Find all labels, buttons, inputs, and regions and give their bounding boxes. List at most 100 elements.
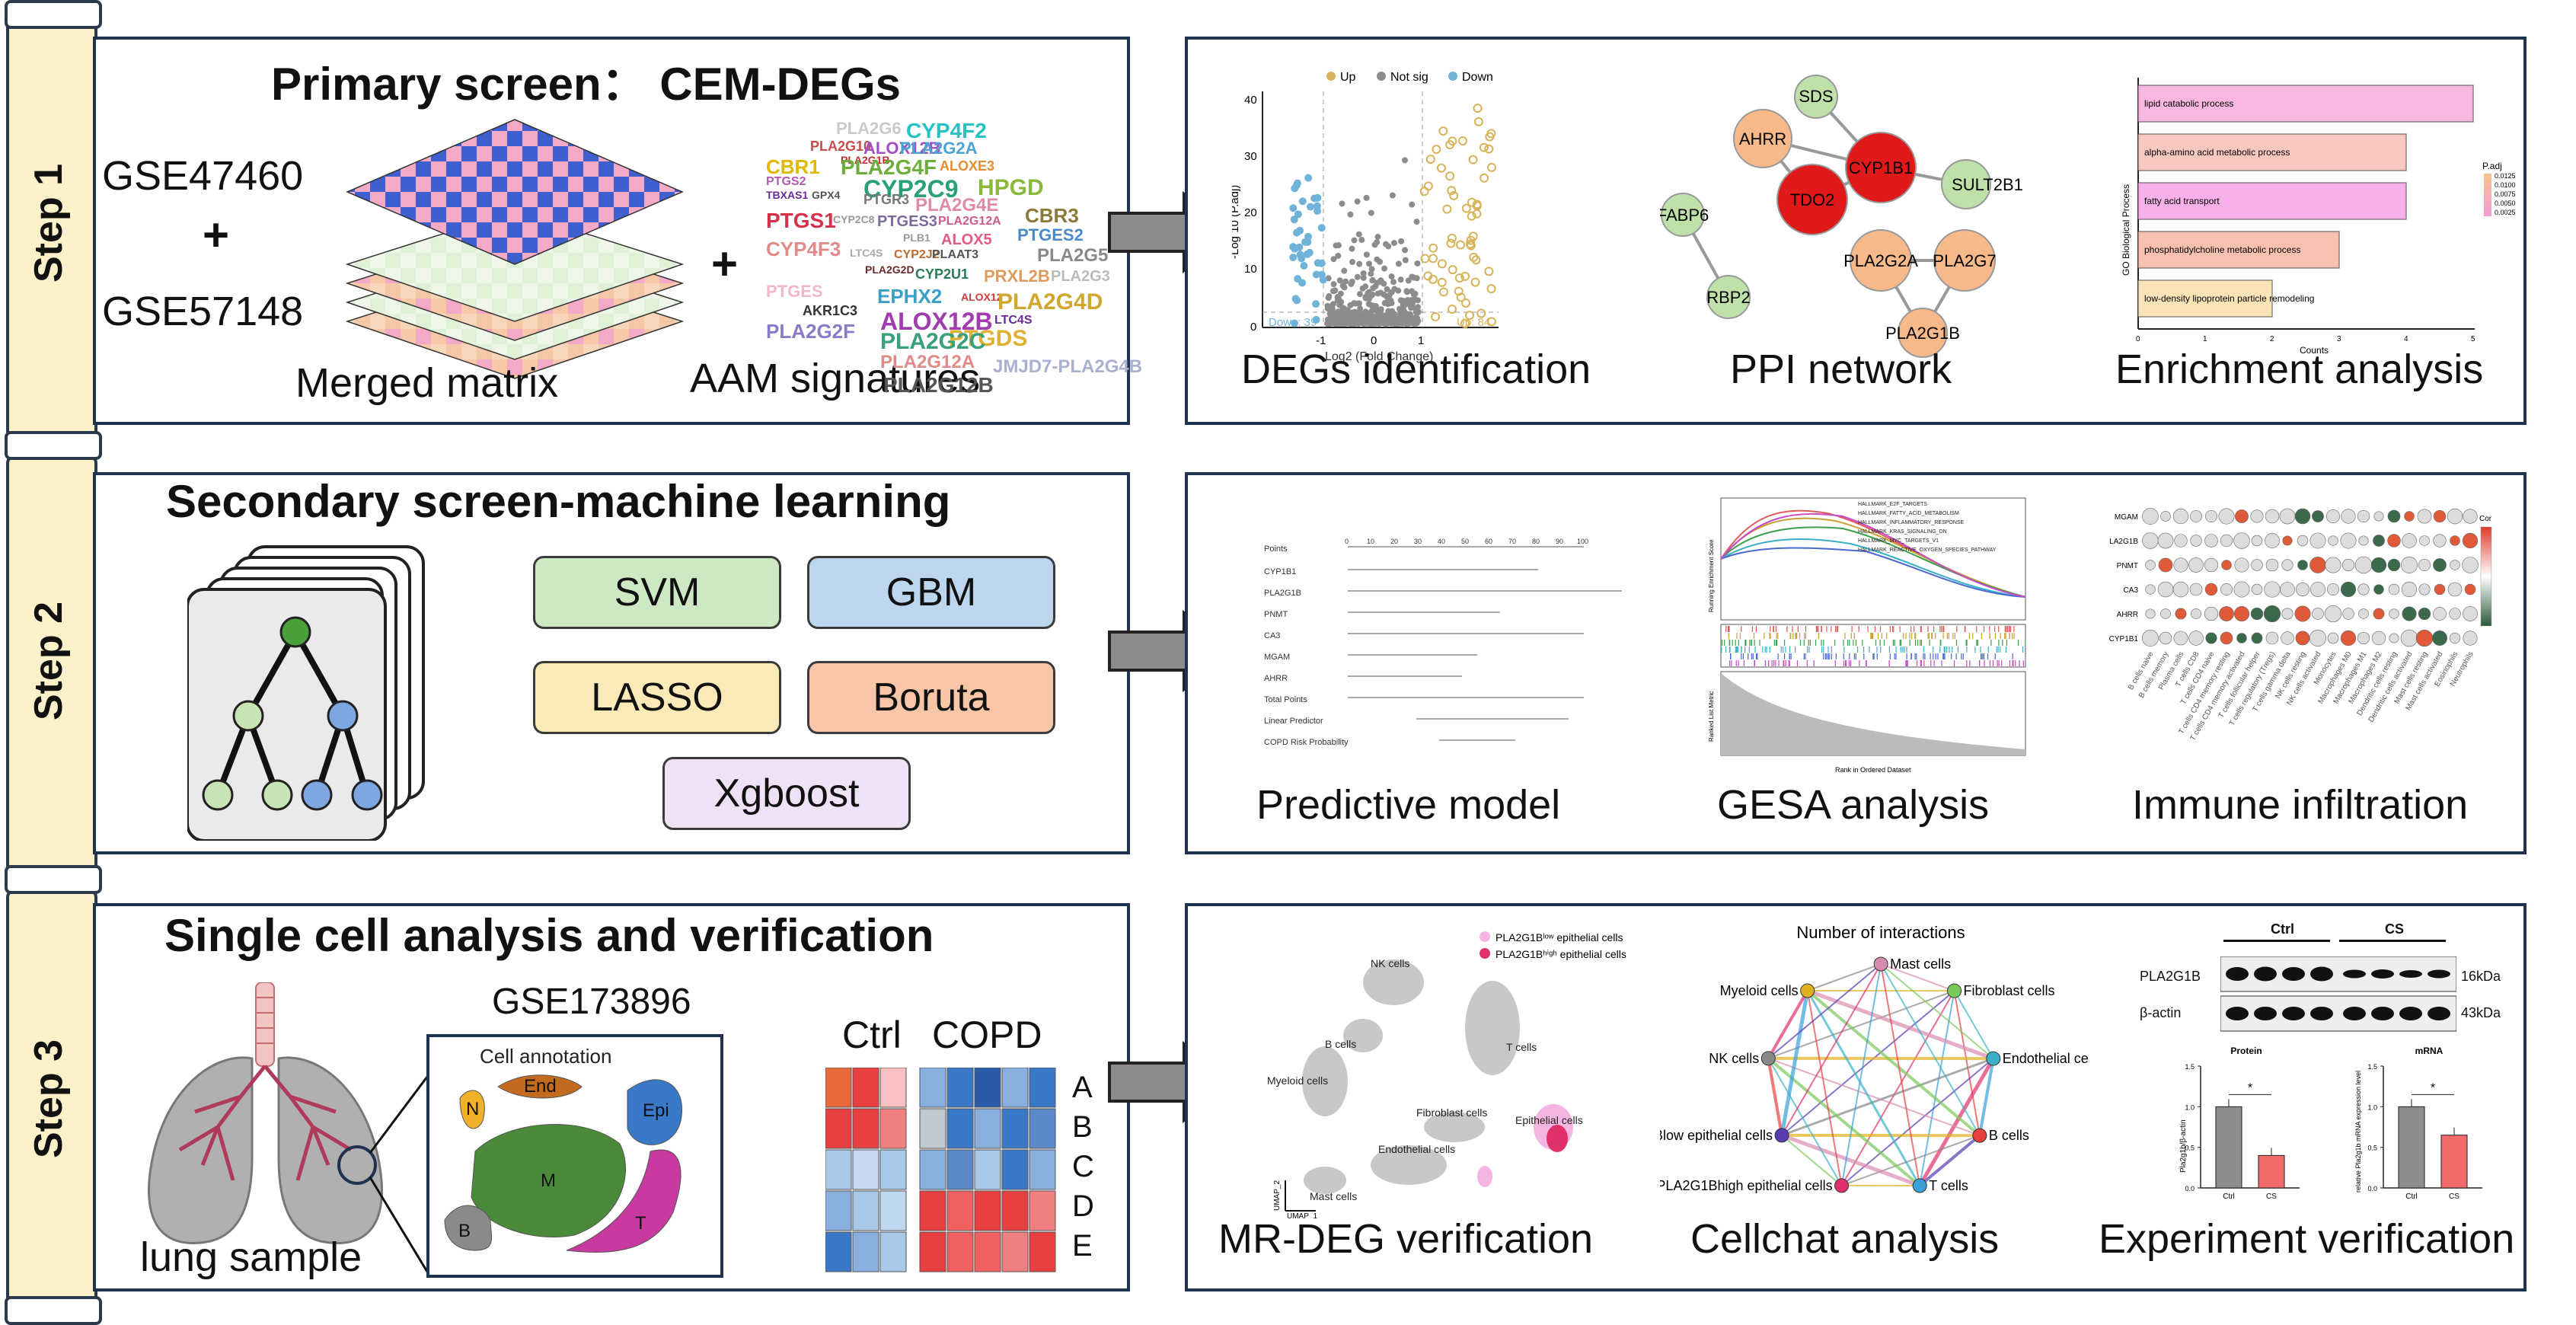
volcano-xtick: 1 xyxy=(1418,334,1424,347)
immune-dot xyxy=(2389,608,2399,619)
wb-band-pla2g1b xyxy=(2371,969,2394,979)
gene-word: CYP4F2 xyxy=(906,119,987,142)
immune-dot xyxy=(2295,631,2310,646)
volcano-ytick: 40 xyxy=(1244,94,1257,107)
immune-dot xyxy=(2418,559,2431,571)
immune-dot xyxy=(2325,557,2341,573)
umap-legend-high: PLA2G1Bʰⁱᵍʰ epithelial cells xyxy=(1495,948,1626,960)
volcano-ytick: 30 xyxy=(1244,150,1257,163)
immune-dot xyxy=(2402,533,2417,548)
volcano-point-up xyxy=(1437,259,1447,269)
caption-immune-infiltration: Immune infiltration xyxy=(2132,782,2469,828)
volcano-point xyxy=(1366,260,1373,267)
immune-dot xyxy=(2373,511,2384,522)
immune-dot xyxy=(2188,557,2204,573)
volcano-down-count: Down: 39 xyxy=(1269,316,1317,329)
cell-type-label: B xyxy=(458,1221,471,1241)
volcano-point xyxy=(1397,313,1404,320)
volcano-point xyxy=(1378,279,1385,286)
volcano-point-down xyxy=(1298,254,1306,263)
immune-dot xyxy=(2340,532,2357,549)
volcano-point xyxy=(1415,297,1422,304)
volcano-point-down xyxy=(1312,270,1320,279)
immune-dot xyxy=(2464,583,2476,595)
volcano-ytick: 0 xyxy=(1250,321,1256,334)
heatmap-cell-copd xyxy=(946,1149,974,1190)
immune-dot xyxy=(2404,511,2415,522)
immune-gene: MGAM xyxy=(2115,513,2138,522)
immune-dot xyxy=(2400,629,2418,647)
significance-mark: * xyxy=(2431,1081,2435,1094)
volcano-point-up xyxy=(1470,277,1480,287)
volcano-point xyxy=(1401,157,1408,164)
immune-gene: CYP1B1 xyxy=(2109,635,2138,643)
heatmap-cell-copd xyxy=(1001,1149,1029,1190)
immune-dot xyxy=(2449,608,2461,620)
volcano-point-up xyxy=(1469,252,1479,262)
nomogram-row: MGAM xyxy=(1264,653,1290,662)
volcano-legend-up: Up xyxy=(1340,71,1356,84)
nomogram-point-tick: 100 xyxy=(1577,538,1588,545)
wb-band-actin xyxy=(2428,1007,2450,1020)
heatmap-cell-ctrl xyxy=(852,1149,879,1190)
cellchat-node-label: Myeloid cells xyxy=(1720,983,1799,998)
umap-legend-low: PLA2G1Bˡᵒʷ epithelial cells xyxy=(1495,931,1623,943)
step2-scroll xyxy=(6,455,97,873)
volcano-point-up xyxy=(1449,190,1459,200)
cellchat-edge xyxy=(1767,990,1809,1059)
immune-dot xyxy=(2173,631,2188,646)
cellchat-edge xyxy=(1841,1135,1981,1186)
heatmap-cell-copd xyxy=(919,1231,946,1272)
immune-dot xyxy=(2233,581,2250,598)
volcano-point xyxy=(1403,288,1410,295)
volcano-point xyxy=(1363,251,1370,258)
heatmap-cell-copd xyxy=(946,1190,974,1231)
immune-dot xyxy=(2328,535,2338,546)
heatmap-cell-ctrl xyxy=(825,1068,852,1108)
enrichment-bar xyxy=(2137,279,2273,318)
cell-type-label: Epi xyxy=(643,1100,669,1121)
heatmap-cell-ctrl xyxy=(825,1108,852,1149)
nomogram-point-tick: 70 xyxy=(1508,538,1516,545)
cell-type-label: N xyxy=(466,1099,479,1119)
immune-dot xyxy=(2160,608,2171,619)
volcano-point-down xyxy=(1298,197,1307,206)
cellchat-node xyxy=(1912,1178,1927,1193)
immune-dot xyxy=(2251,559,2263,571)
volcano-ylabel: -Log 10 (P.adj) xyxy=(1232,185,1241,259)
step2-right-panel: Points CYP1B1 PLA2G1B PNMT CA3 MGAM AHRR… xyxy=(1185,472,2527,854)
cellchat-node-label: NK cells xyxy=(1709,1051,1759,1066)
umap-plot: PLA2G1Bˡᵒʷ epithelial cells PLA2G1Bʰⁱᵍʰ … xyxy=(1267,931,1626,1218)
volcano-point-up xyxy=(1457,136,1467,146)
umap-cluster-label: Myeloid cells xyxy=(1267,1074,1328,1087)
enrichment-bar xyxy=(2137,182,2407,220)
immune-dot xyxy=(2357,509,2370,523)
padj-tick: 0.0050 xyxy=(2495,200,2516,207)
cellchat-title: Number of interactions xyxy=(1796,923,1965,942)
cellchat-node-label: Mast cells xyxy=(1890,956,1951,972)
volcano-point-up xyxy=(1445,171,1455,181)
cellchat-node-label: Endothelial ce xyxy=(2003,1051,2089,1066)
volcano-point-up xyxy=(1466,235,1476,245)
heatmap-cell-ctrl xyxy=(879,1149,907,1190)
caption-degs-identification: DEGs identification xyxy=(1241,346,1591,392)
volcano-point xyxy=(1356,260,1363,267)
volcano-point-up xyxy=(1465,311,1475,321)
heatmap-row-label: D xyxy=(1072,1189,1094,1223)
volcano-point xyxy=(1341,284,1348,291)
volcano-point xyxy=(1351,300,1358,307)
method-lasso: LASSO xyxy=(533,661,781,734)
volcano-point-up xyxy=(1438,287,1448,297)
cellchat-edge xyxy=(1880,963,1921,1186)
heatmap-cell-ctrl xyxy=(852,1108,879,1149)
enrichment-term: alpha-amino acid metabolic process xyxy=(2144,147,2290,158)
heatmap-cell-copd xyxy=(1029,1190,1056,1231)
volcano-point xyxy=(1362,295,1369,302)
heatmap-row-label: C xyxy=(1072,1150,1094,1183)
immune-dot xyxy=(2389,633,2399,643)
cellchat-node xyxy=(1834,1178,1850,1193)
cell-annotation-box: Cell annotation N End Epi M B T xyxy=(426,1034,723,1278)
volcano-point xyxy=(1355,231,1362,238)
enrichment-xtick: 4 xyxy=(2404,335,2408,343)
volcano-point xyxy=(1387,297,1394,304)
